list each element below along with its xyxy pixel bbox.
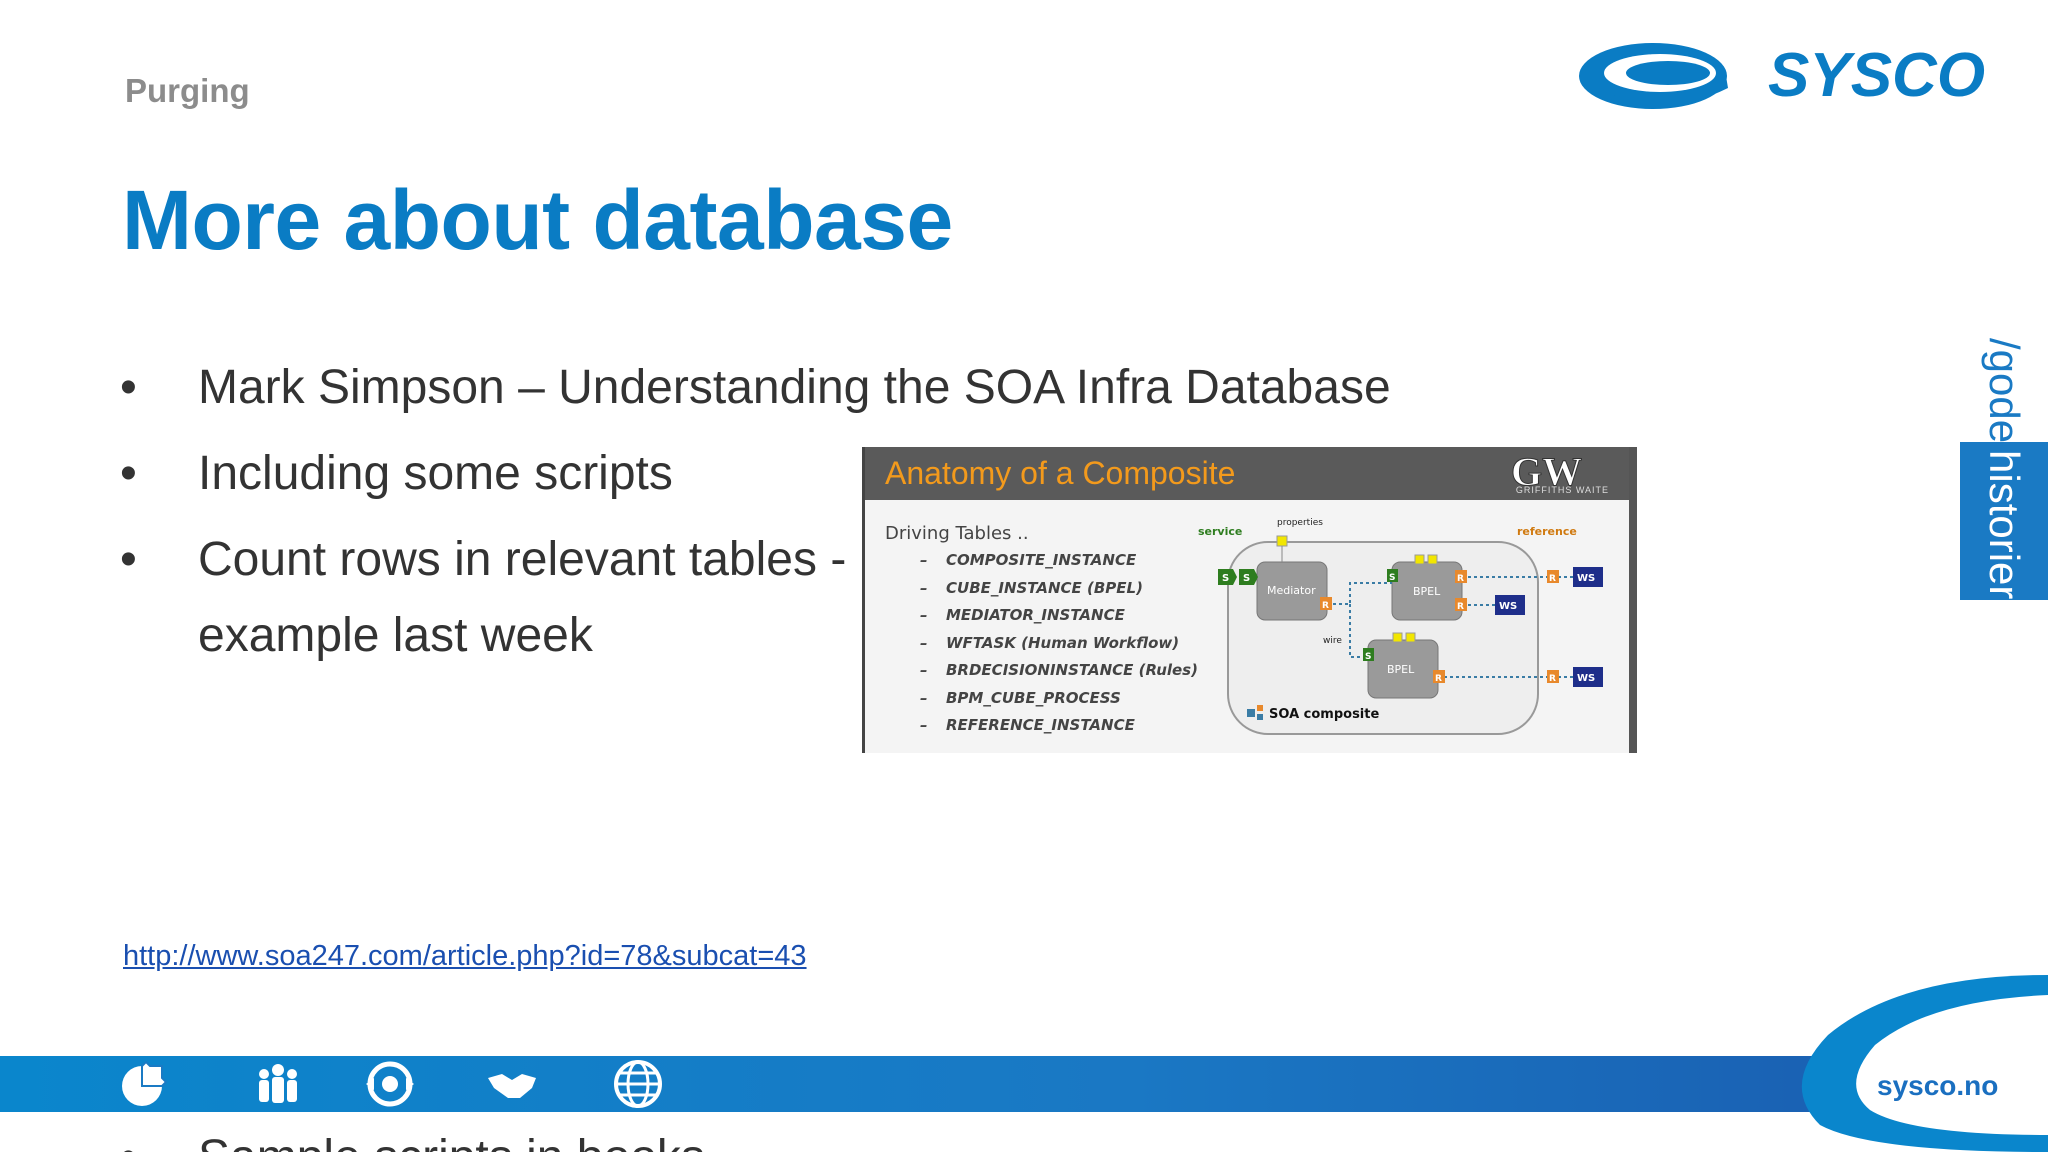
table-item: –REFERENCE_INSTANCE	[920, 716, 1135, 734]
svg-text:S: S	[1243, 573, 1250, 584]
diagram-title: Anatomy of a Composite	[885, 455, 1236, 491]
svg-text:R: R	[1322, 601, 1329, 611]
handshake-icon[interactable]	[484, 1058, 540, 1110]
puzzle-icon[interactable]	[116, 1058, 172, 1110]
bullet-marker: •	[120, 1120, 160, 1152]
side-tab-highlight: historier	[1981, 450, 2028, 599]
section-label: Purging	[125, 72, 250, 109]
svg-text:wire: wire	[1323, 636, 1342, 646]
side-tab: /gode historier	[1960, 338, 2048, 600]
svg-text:WS: WS	[1499, 601, 1517, 612]
svg-text:S: S	[1365, 652, 1371, 662]
svg-text:SOA composite: SOA composite	[1269, 707, 1379, 722]
gw-logo: GW	[1511, 449, 1583, 495]
bullet-text: Sample scripts in books	[198, 1120, 705, 1152]
svg-text:BPEL: BPEL	[1413, 585, 1441, 598]
site-url[interactable]: sysco.no	[1877, 1070, 1999, 1101]
driving-tables-label: Driving Tables ..	[885, 523, 1029, 544]
bullet-marker: •	[120, 447, 137, 500]
svg-text:S: S	[1222, 573, 1229, 584]
svg-text:reference: reference	[1517, 525, 1577, 538]
table-item: –BRDECISIONINSTANCE (Rules)	[920, 661, 1198, 679]
svg-text:service: service	[1198, 525, 1242, 538]
svg-text:properties: properties	[1277, 518, 1323, 528]
logo-text: SYSCO	[1768, 41, 1985, 110]
footer-swoosh	[1801, 975, 2048, 1152]
svg-text:R: R	[1549, 574, 1556, 584]
svg-text:WS: WS	[1577, 573, 1595, 584]
bullet-text: Count rows in relevant tables -	[198, 533, 847, 586]
svg-text:R: R	[1457, 574, 1464, 584]
page-title: More about database	[122, 173, 953, 267]
composite-diagram: Anatomy of a Composite GW GRIFFITHS WAIT…	[862, 447, 1637, 753]
bullet-marker: •	[120, 361, 137, 414]
bullet-text: Including some scripts	[198, 447, 673, 500]
sysco-logo: SYSCO	[1579, 41, 1985, 110]
footer-bar	[0, 1056, 2048, 1112]
reference-link[interactable]: http://www.soa247.com/article.php?id=78&…	[123, 940, 807, 972]
table-item: –BPM_CUBE_PROCESS	[920, 688, 1121, 707]
target-icon[interactable]	[362, 1058, 418, 1110]
svg-text:WS: WS	[1577, 673, 1595, 684]
svg-text:S: S	[1389, 573, 1395, 583]
bullet-text: example last week	[198, 609, 593, 662]
svg-text:Mediator: Mediator	[1267, 584, 1316, 597]
svg-text:R: R	[1435, 674, 1442, 684]
table-item: –COMPOSITE_INSTANCE	[920, 551, 1137, 569]
svg-text:R: R	[1457, 602, 1464, 612]
globe-icon[interactable]	[610, 1058, 666, 1110]
composite-drawing: service properties reference Mediator BP…	[1198, 518, 1603, 735]
svg-text:GW: GW	[1511, 449, 1582, 494]
bullet-text: Mark Simpson – Understanding the SOA Inf…	[198, 361, 1391, 414]
bullet-marker: •	[120, 533, 137, 586]
svg-text:BPEL: BPEL	[1387, 663, 1415, 676]
diagram-header: Anatomy of a Composite GW GRIFFITHS WAIT…	[865, 447, 1629, 500]
table-item: –WFTASK (Human Workflow)	[920, 633, 1180, 652]
people-icon[interactable]	[250, 1058, 306, 1110]
driving-tables-list: –COMPOSITE_INSTANCE –CUBE_INSTANCE (BPEL…	[920, 551, 1198, 744]
svg-text:R: R	[1549, 674, 1556, 684]
table-item: –MEDIATOR_INSTANCE	[920, 606, 1125, 624]
side-tab-prefix: /gode	[1981, 338, 2028, 443]
table-item: –CUBE_INSTANCE (BPEL)	[920, 578, 1143, 597]
gw-subtitle: GRIFFITHS WAITE	[1515, 485, 1609, 495]
